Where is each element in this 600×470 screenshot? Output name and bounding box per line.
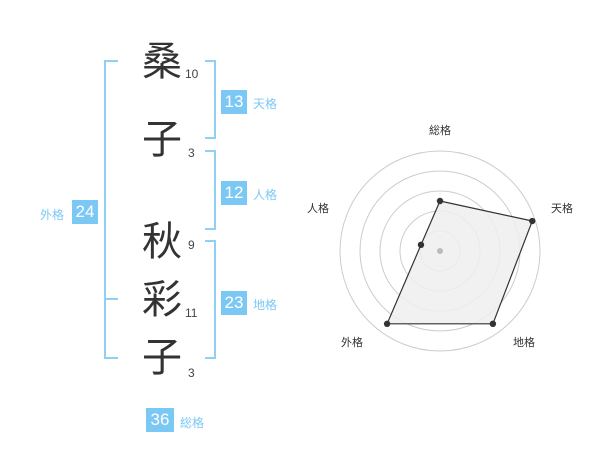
tenkaku-bracket-vertical: [214, 60, 216, 139]
name-char-1: 桑: [142, 39, 182, 85]
gaikaku-bracket-mid: [104, 298, 118, 300]
soukaku-label: 総格: [180, 416, 205, 430]
chikaku-bracket-vertical: [214, 240, 216, 359]
tenkaku-bracket-bottom: [205, 137, 215, 139]
name-char-2: 子: [142, 117, 182, 163]
radar-axis-label-soukaku: 総格: [429, 123, 451, 137]
name-char-4: 彩: [142, 277, 182, 323]
tenkaku-bracket-top: [205, 60, 215, 62]
jinkaku-bracket-vertical: [214, 150, 216, 230]
radar-axis-label-tenkaku: 天格: [551, 201, 573, 215]
jinkaku-bracket-top: [205, 150, 215, 152]
tenkaku-value-badge: 13: [221, 90, 247, 114]
radar-points: [383, 197, 536, 328]
radar-axis-label-chikaku: 地格: [513, 335, 535, 349]
radar-axis-label-gaikaku: 外格: [341, 335, 363, 349]
radar-area: [386, 200, 534, 325]
radar-center-dot: [437, 248, 443, 254]
jinkaku-value-badge: 12: [221, 181, 247, 205]
soukaku-value-badge: 36: [146, 408, 174, 432]
stroke-count-2: 3: [188, 146, 195, 160]
chikaku-label: 地格: [253, 298, 278, 312]
radar-grid-ring: [339, 150, 541, 352]
radar-axis-label-jinkaku: 人格: [307, 201, 329, 215]
name-char-3: 秋: [142, 219, 182, 265]
jinkaku-label: 人格: [253, 188, 278, 202]
chikaku-value-badge: 23: [221, 291, 247, 315]
gaikaku-bracket-vertical: [104, 60, 106, 359]
radar-point-4: [417, 241, 425, 249]
radar-point-2: [489, 320, 497, 328]
gaikaku-bracket-top: [104, 60, 118, 62]
stroke-count-1: 10: [185, 67, 199, 81]
chikaku-bracket-bottom: [205, 357, 215, 359]
radar-point-0: [436, 197, 444, 205]
gaikaku-value-badge: 24: [72, 200, 98, 224]
gaikaku-bracket-bottom: [104, 357, 118, 359]
name-char-5: 子: [142, 335, 182, 381]
stroke-count-5: 3: [188, 366, 195, 380]
radar-point-3: [383, 320, 391, 328]
jinkaku-bracket-bottom: [205, 228, 215, 230]
gaikaku-label: 外格: [40, 208, 65, 222]
stroke-count-3: 9: [188, 238, 195, 252]
stroke-count-4: 11: [185, 306, 198, 320]
chikaku-bracket-top: [205, 240, 215, 242]
radar-point-1: [529, 217, 536, 225]
tenkaku-label: 天格: [253, 97, 278, 111]
